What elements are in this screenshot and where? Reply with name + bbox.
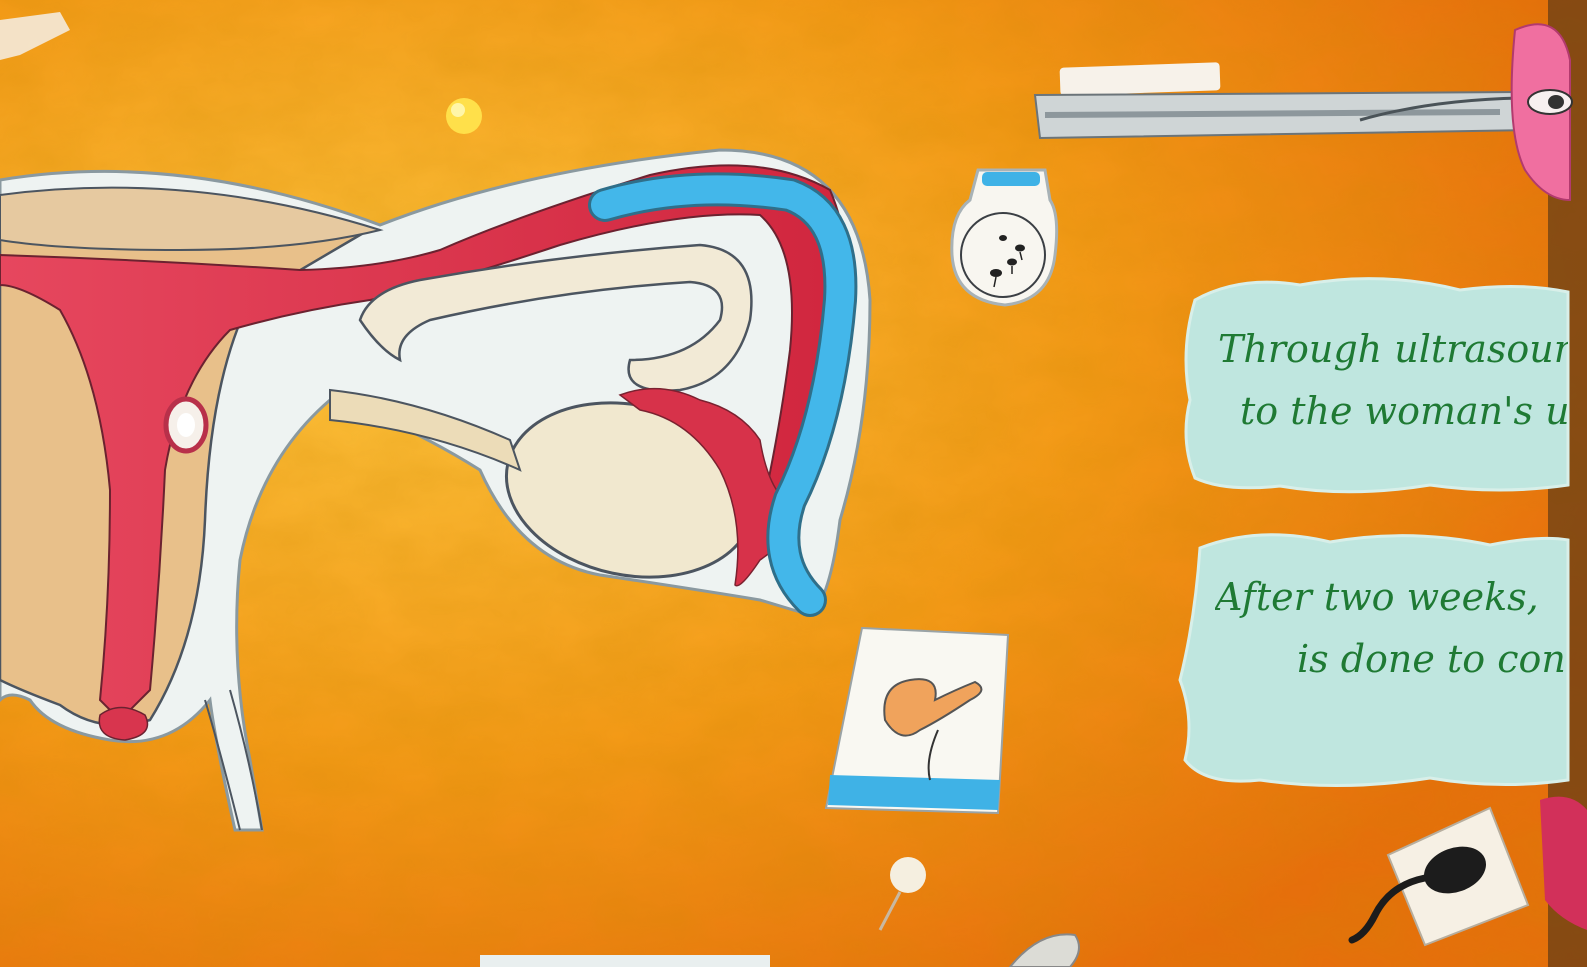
vaginal-opening (99, 708, 147, 741)
note-text-2: After two weeks, is done to con (1215, 566, 1568, 690)
note-text-1: Through ultrasound, to the woman's u (1218, 318, 1568, 442)
note-2-line-2: is done to con (1215, 628, 1568, 690)
egg-cell (166, 399, 206, 451)
pushpin-icon (446, 98, 482, 134)
note-1-line-2: to the woman's u (1218, 380, 1568, 442)
bottom-strip (480, 955, 770, 967)
note-2-line-1: After two weeks, (1215, 566, 1568, 628)
note-1-line-1: Through ultrasound, (1218, 318, 1568, 380)
